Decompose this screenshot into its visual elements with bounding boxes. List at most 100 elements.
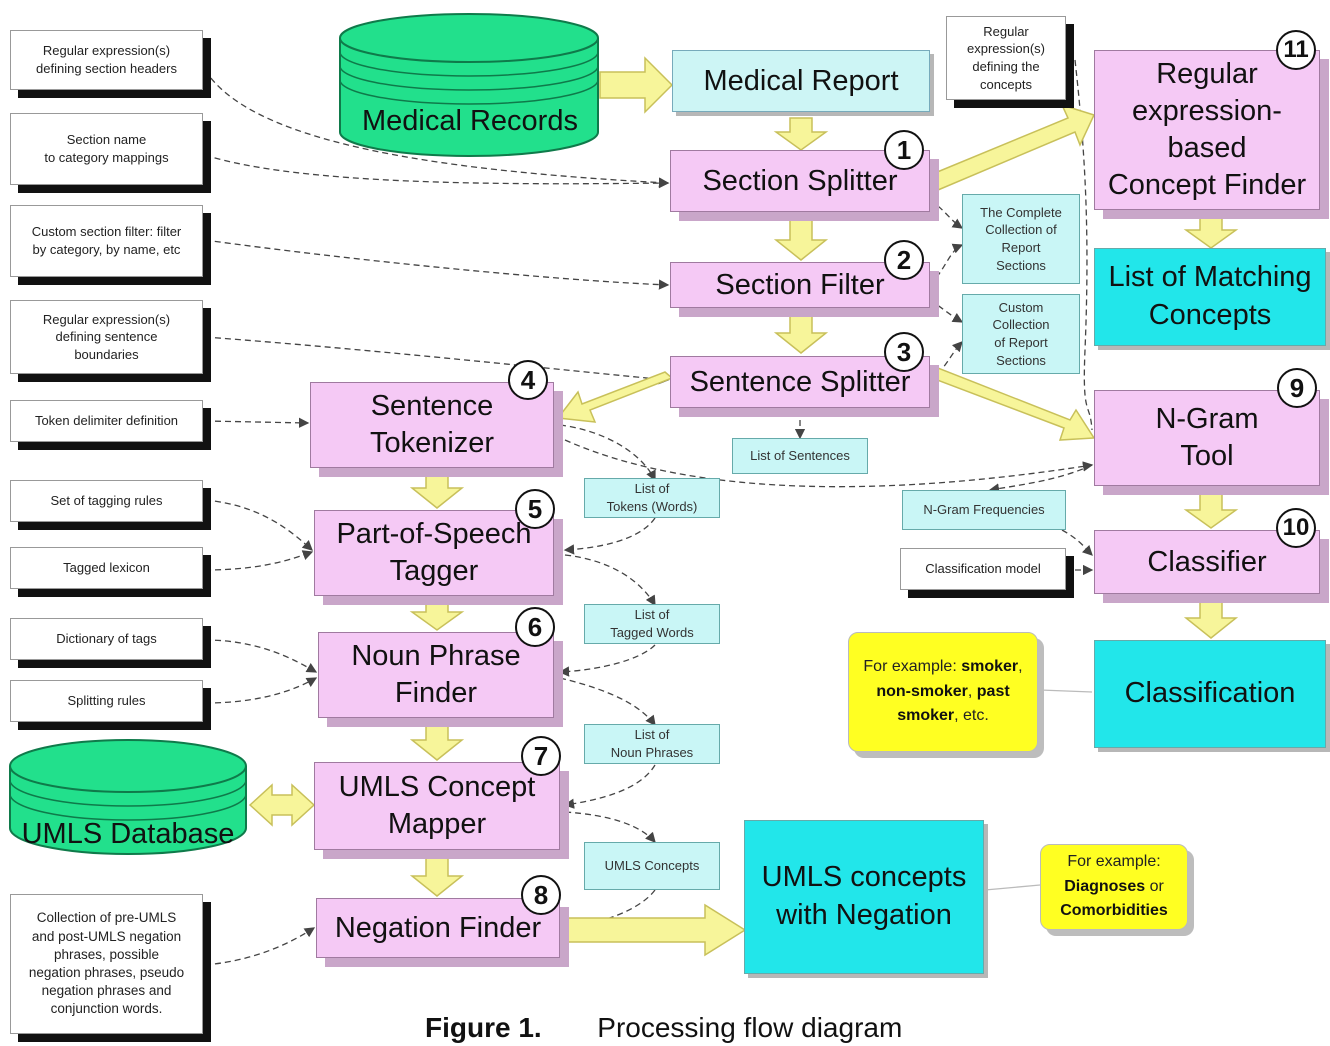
example-bold: past [976, 682, 1010, 700]
medical-records-database [339, 13, 599, 157]
output-line: List of Matching [1108, 261, 1312, 294]
note-line: negation phrases, pseudo [28, 965, 185, 980]
negation-phrases-input: Collection of pre-UMLS and post-UMLS nega… [10, 894, 203, 1034]
note-line: concepts [979, 76, 1033, 92]
step-line: Tokenizer [369, 427, 495, 459]
smoker-example-note: For example: smoker, non-smoker, past sm… [848, 632, 1038, 752]
example-text: For example: [1067, 852, 1161, 870]
note-line: defining the [972, 59, 1040, 74]
note-line: and post-UMLS negation [31, 928, 182, 944]
data-line: Noun Phrases [610, 745, 694, 760]
list-noun-phrases-data: List of Noun Phrases [584, 724, 720, 764]
list-sentences-data: List of Sentences [732, 438, 868, 474]
example-text: , [967, 682, 977, 700]
step-line: expression- [1132, 95, 1282, 128]
figure-number: Figure 1. [425, 1012, 542, 1043]
note-line: Regular [983, 23, 1029, 39]
note-line: Collection of pre-UMLS [36, 910, 177, 926]
step-badge-5: 5 [515, 489, 555, 529]
step-badge-10: 10 [1276, 508, 1316, 548]
step-badge-9: 9 [1277, 368, 1317, 408]
data-line: Sections [996, 352, 1046, 368]
note-line: Custom section filter: filter [31, 224, 182, 240]
data-line: List of [634, 727, 670, 743]
classification-output: Classification [1094, 640, 1326, 748]
step-line: Concept Finder [1107, 168, 1307, 201]
negation-finder-step: Negation Finder [316, 898, 560, 958]
step-line: Regular [1156, 58, 1258, 91]
example-text: For example: [863, 657, 962, 675]
note-line: by category, by name, etc [32, 242, 181, 257]
step-badge-3: 3 [884, 332, 924, 372]
step-line: Noun Phrase [351, 640, 521, 673]
step-line: Mapper [387, 808, 487, 840]
data-line: Report [1001, 240, 1041, 255]
note-line: defining section headers [36, 61, 177, 76]
medical-records-label: Medical Records [362, 105, 578, 137]
token-delimiter-input: Token delimiter definition [10, 400, 203, 442]
note-line: defining sentence [55, 329, 158, 345]
data-line: Tokens (Words) [606, 499, 698, 514]
data-line: of Report [994, 335, 1048, 350]
example-bold: Diagnoses [1064, 877, 1146, 895]
dashed-connectors [204, 59, 1094, 966]
note-line: phrases, possible [53, 946, 160, 962]
step-badge-6: 6 [515, 607, 555, 647]
example-text: , etc. [954, 707, 989, 725]
data-line: Tagged Words [610, 625, 694, 640]
section-filter-input: Custom section filter: filter by category… [10, 205, 203, 277]
step-line: based [1167, 132, 1247, 164]
umls-database [9, 739, 247, 855]
ngram-frequencies-data: N-Gram Frequencies [902, 490, 1066, 530]
step-line: N-Gram [1155, 403, 1259, 436]
figure-title: Processing flow diagram [597, 1012, 903, 1043]
section-headers-input: Regular expression(s) defining section he… [10, 30, 203, 90]
flow-arrows [248, 56, 1239, 957]
example-text: , [1018, 657, 1023, 675]
step-badge-1: 1 [884, 130, 924, 170]
tagged-lexicon-input: Tagged lexicon [10, 547, 203, 589]
step-line: Tool [1180, 440, 1234, 472]
tagging-rules-input: Set of tagging rules [10, 480, 203, 522]
note-line: negation phrases and [41, 983, 172, 999]
data-line: Sections [996, 257, 1046, 273]
example-bold: non-smoker [876, 682, 968, 700]
dictionary-tags-input: Dictionary of tags [10, 618, 203, 660]
sentence-splitter-step: Sentence Splitter [670, 356, 930, 408]
note-line: conjunction words. [50, 1001, 163, 1017]
figure-caption: Figure 1. Processing flow diagram [425, 1012, 902, 1044]
step-line: Sentence [370, 390, 494, 423]
data-line: The Complete [980, 204, 1062, 220]
note-line: boundaries [74, 346, 139, 362]
data-line: Collection of [985, 222, 1057, 238]
step-line: Finder [394, 677, 478, 709]
note-line: Section name [66, 132, 147, 148]
step-badge-7: 7 [521, 736, 561, 776]
step-badge-2: 2 [884, 240, 924, 280]
example-bold: smoker [961, 657, 1019, 675]
note-line: Regular expression(s) [42, 43, 171, 59]
output-line: UMLS concepts [761, 861, 967, 894]
note-line: Regular expression(s) [42, 311, 171, 327]
classification-model-input: Classification model [900, 548, 1066, 590]
example-bold: Comorbidities [1060, 902, 1168, 920]
medical-report-box: Medical Report [672, 50, 930, 112]
step-badge-8: 8 [521, 875, 561, 915]
step-line: Tagger [389, 555, 479, 587]
umls-database-label: UMLS Database [21, 818, 235, 850]
step-line: UMLS Concept [338, 771, 536, 804]
